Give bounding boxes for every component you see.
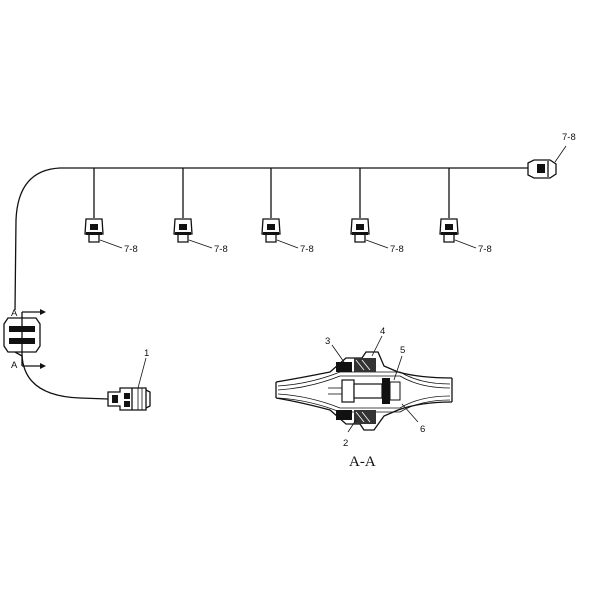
- branch-connector-2: [173, 218, 193, 243]
- section-view-a-a: [275, 335, 453, 433]
- harness-trunk: [14, 167, 528, 400]
- section-marker-bottom: A: [11, 360, 18, 371]
- callout-part-3: 3: [325, 336, 330, 347]
- callout-branch-5: 7-8: [478, 244, 492, 255]
- section-title: A-A: [349, 454, 376, 470]
- inline-connector: [3, 317, 41, 357]
- branch-connector-1: [84, 218, 104, 243]
- branch-connector-3: [261, 218, 281, 243]
- callout-leaders: [99, 145, 567, 389]
- main-connector-part-1: [107, 387, 151, 411]
- callout-part-5: 5: [400, 345, 405, 356]
- callout-branch-4: 7-8: [390, 244, 404, 255]
- callout-branch-1: 7-8: [124, 244, 138, 255]
- branch-connector-5: [439, 218, 459, 243]
- section-marker-top: A: [11, 308, 18, 319]
- branch-connector-4: [350, 218, 370, 243]
- branch-drops: [93, 168, 450, 218]
- callout-part-6: 6: [420, 424, 425, 435]
- section-arrow-top: [21, 309, 46, 318]
- callout-part-2: 2: [343, 438, 348, 449]
- section-arrow-bottom: [21, 352, 46, 369]
- callout-part-4: 4: [380, 326, 385, 337]
- callout-part-1: 1: [144, 348, 149, 359]
- callout-branch-3: 7-8: [300, 244, 314, 255]
- end-connector-top-right: [527, 159, 557, 179]
- callout-top-right: 7-8: [562, 132, 576, 143]
- callout-branch-2: 7-8: [214, 244, 228, 255]
